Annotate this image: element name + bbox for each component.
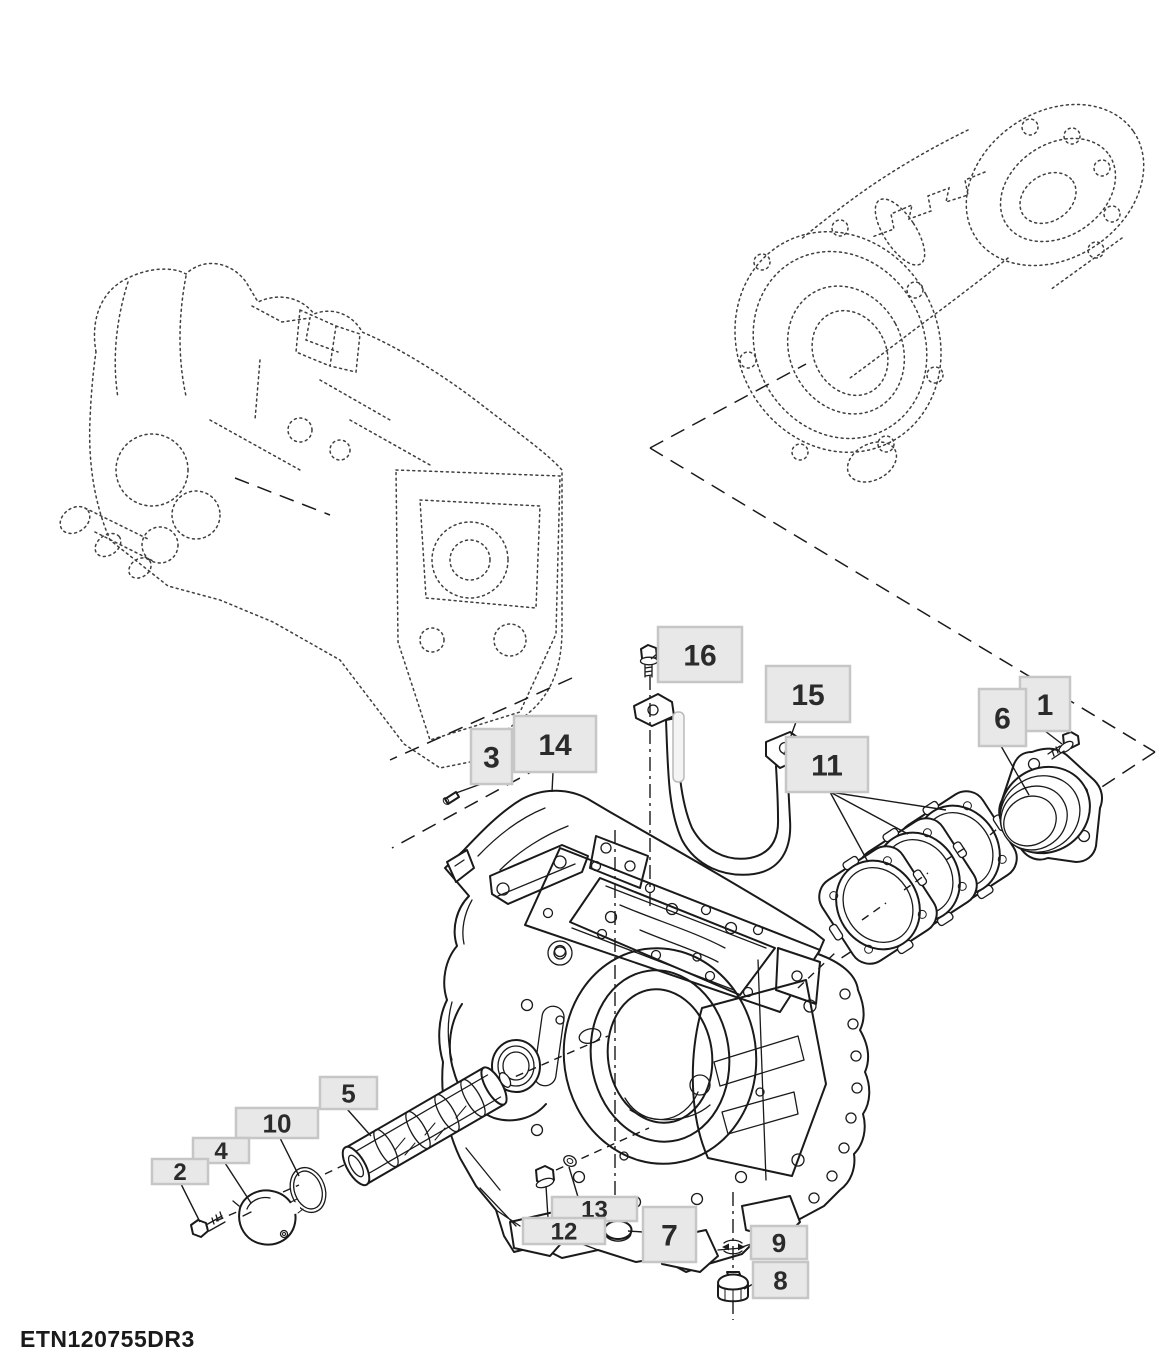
callout-leader-line (279, 1137, 300, 1177)
callout-number: 5 (341, 1078, 355, 1108)
washer-13 (563, 1154, 577, 1168)
callout-leader-line (1044, 730, 1063, 745)
bolt-12 (535, 1165, 555, 1189)
callout-leader-line (568, 1166, 579, 1198)
callout-2[interactable]: 2 (150, 1157, 210, 1223)
callout-leader-line (346, 1108, 372, 1137)
cover-4 (232, 1189, 297, 1246)
callout-8[interactable]: 8 (743, 1260, 810, 1300)
callout-4[interactable]: 4 (191, 1136, 252, 1204)
callout-11[interactable]: 11 (784, 735, 947, 863)
callout-leader-line (829, 791, 909, 835)
callout-box[interactable] (521, 1216, 607, 1246)
bolt-16 (639, 644, 659, 678)
callout-15[interactable]: 15 (764, 664, 852, 756)
callout-leader-line (545, 1185, 549, 1219)
callout-5[interactable]: 5 (318, 1075, 379, 1137)
callout-leader-line (455, 783, 482, 794)
bolt-1 (1047, 731, 1080, 760)
callout-1[interactable]: 1 (1018, 675, 1072, 745)
callout-box[interactable] (469, 727, 514, 786)
callout-number: 9 (772, 1228, 786, 1258)
shim-pack (797, 790, 1018, 989)
callout-6[interactable]: 6 (977, 687, 1030, 796)
callout-box[interactable] (656, 625, 744, 684)
callout-14[interactable]: 14 (512, 714, 598, 793)
plug-7 (603, 1220, 633, 1242)
callout-10[interactable]: 10 (234, 1106, 320, 1177)
o-ring-9 (722, 1239, 745, 1255)
callout-number: 15 (791, 679, 824, 712)
callout-box[interactable] (318, 1075, 379, 1111)
callout-7[interactable]: 7 (627, 1205, 698, 1264)
callout-leader-line (1000, 745, 1030, 796)
callout-number: 8 (773, 1265, 787, 1295)
callout-box[interactable] (977, 687, 1028, 748)
callout-number: 10 (263, 1108, 292, 1138)
callout-leader-line (551, 771, 554, 793)
callout-box[interactable] (749, 1224, 809, 1261)
callout-number: 14 (538, 729, 572, 762)
callout-box[interactable] (150, 1157, 210, 1186)
callout-leader-line (224, 1162, 252, 1204)
ghost-transmission (59, 262, 563, 769)
callout-number: 1 (1037, 689, 1054, 722)
callout-number: 12 (551, 1219, 578, 1246)
callout-9[interactable]: 9 (741, 1224, 809, 1261)
callout-box[interactable] (784, 735, 870, 794)
callout-12[interactable]: 12 (521, 1185, 607, 1246)
callout-leader-line (829, 791, 869, 863)
callout-box[interactable] (234, 1106, 320, 1140)
callout-box[interactable] (512, 714, 598, 774)
callout-leader-line (180, 1183, 201, 1223)
o-ring-10 (288, 1166, 327, 1214)
callout-box[interactable] (764, 664, 852, 724)
callout-box[interactable] (751, 1260, 810, 1300)
callout-number: 3 (483, 741, 500, 774)
callout-box[interactable] (1018, 675, 1072, 733)
bearing-quill-6 (998, 747, 1103, 863)
callout-number: 2 (173, 1159, 186, 1186)
callout-leader-line (741, 1243, 752, 1248)
callout-number: 11 (811, 749, 843, 782)
plug-3 (442, 791, 460, 805)
callout-box[interactable] (191, 1136, 251, 1165)
drawing-number: ETN120755DR3 (20, 1326, 195, 1352)
plug-8 (717, 1271, 749, 1303)
callout-number: 16 (683, 639, 716, 672)
callout-3[interactable]: 3 (455, 727, 514, 794)
callout-box[interactable] (641, 1205, 698, 1264)
callout-number: 4 (214, 1138, 228, 1165)
ghost-rear-axle-housing (734, 103, 1145, 483)
callout-16[interactable]: 16 (650, 625, 744, 684)
suction-screen-5 (341, 1066, 512, 1187)
callout-leader-line (743, 1283, 754, 1290)
transmission-case-housing (438, 789, 871, 1273)
bolt-2 (190, 1211, 226, 1238)
callout-number: 6 (994, 702, 1011, 735)
callout-leader-line (627, 1230, 644, 1233)
callout-number: 7 (661, 1219, 678, 1252)
callout-leader-line (829, 791, 947, 811)
